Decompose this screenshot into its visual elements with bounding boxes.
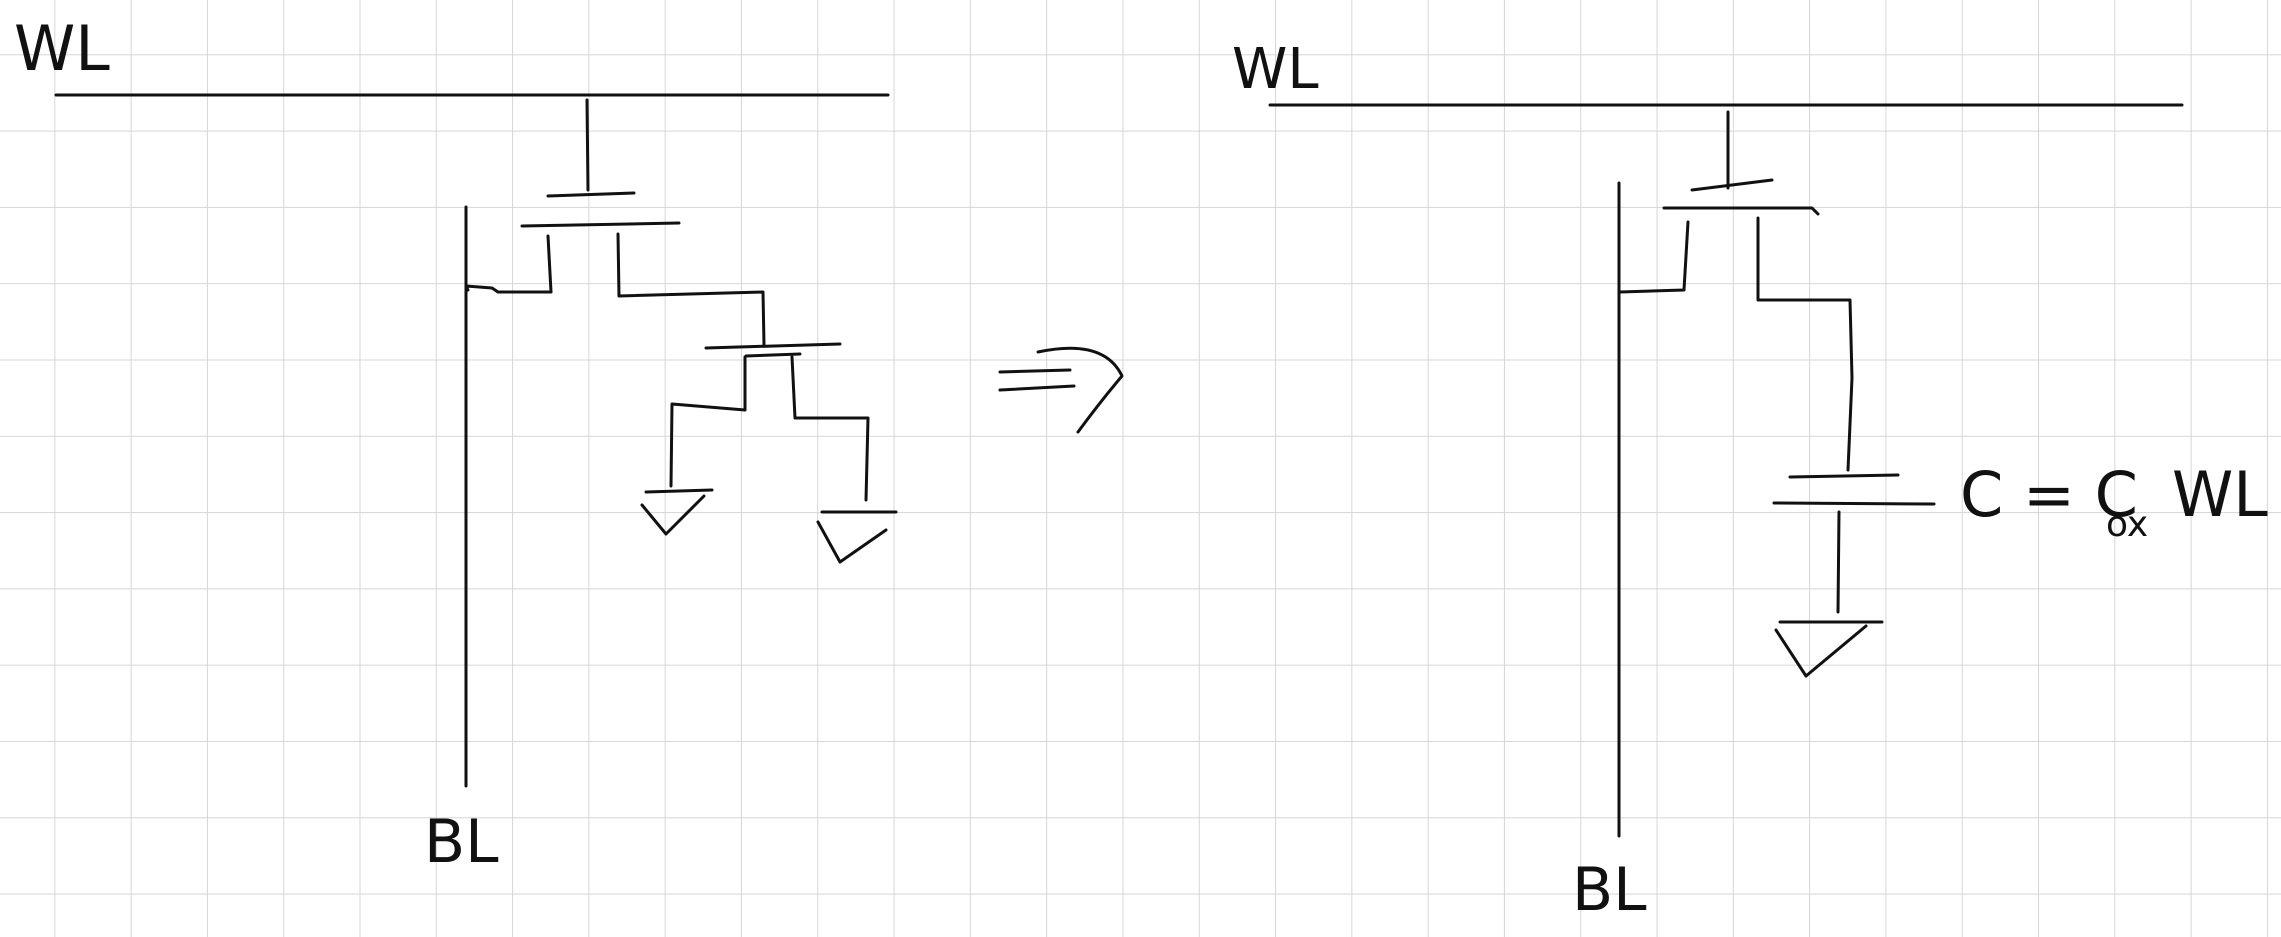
left-access-drain	[616, 232, 766, 347]
left-storage-drain	[790, 355, 870, 502]
right-ground-symbol	[1774, 620, 1884, 678]
right-capacitor-lead	[1836, 510, 1841, 614]
right-access-source	[1618, 220, 1690, 294]
right-bitline-label: BL	[1572, 855, 1647, 925]
left-storage-source	[669, 355, 747, 488]
right-circuit	[1268, 103, 2184, 838]
left-circuit	[54, 93, 898, 788]
equation-subscript: ox	[2106, 504, 2148, 545]
equation-prefix: C = C	[1960, 458, 2138, 531]
left-ground-symbol-2	[816, 510, 898, 564]
left-storage-channel	[744, 352, 802, 358]
left-ground-symbol-1	[640, 488, 714, 536]
equation-suffix: WL	[2172, 458, 2268, 531]
right-access-drain	[1756, 216, 1854, 472]
left-access-source	[464, 234, 553, 294]
right-capacitor-top-plate	[1788, 473, 1900, 479]
left-access-channel	[520, 221, 681, 228]
left-storage-gate-plate	[704, 342, 842, 350]
left-access-gate-stem	[585, 98, 590, 192]
left-access-gate-plate	[546, 191, 636, 198]
capacitance-equation: C = C ox WL	[1960, 458, 2268, 545]
left-bitline-label: BL	[424, 807, 499, 877]
right-capacitor-bottom-plate	[1772, 501, 1936, 506]
right-wordline-label: WL	[1232, 37, 1319, 102]
right-access-channel	[1662, 206, 1820, 216]
left-wordline-label: WL	[14, 12, 110, 85]
right-access-gate-plate	[1690, 178, 1774, 192]
implication-arrow	[998, 346, 1124, 434]
